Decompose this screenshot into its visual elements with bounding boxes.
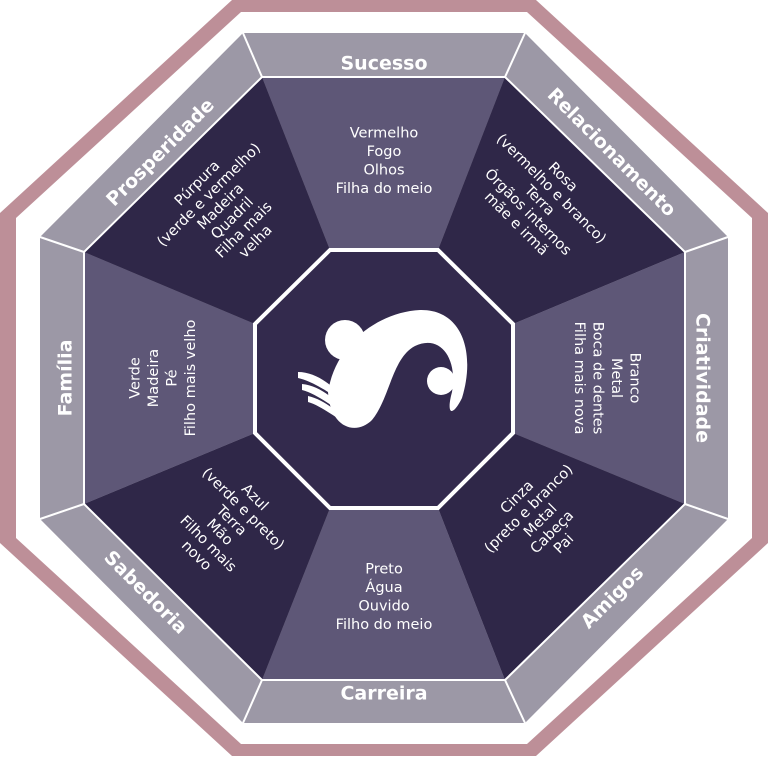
zone-text-line: Filho do meio <box>336 617 433 633</box>
zone-title-sucesso: Sucesso <box>340 53 427 75</box>
ring-dividers <box>39 32 729 724</box>
zone-text-line: Água <box>365 579 402 596</box>
zone-text-line: Branco <box>627 353 643 404</box>
sector-prosperidade <box>84 77 330 324</box>
sector-carreira <box>262 508 505 680</box>
zone-title-carreira: Carreira <box>340 683 427 705</box>
zone-text-line: Filha do meio <box>336 181 433 197</box>
zone-text-line: Madeira <box>146 349 162 407</box>
zone-text-line: Filha mais nova <box>571 322 587 435</box>
ring-divider <box>684 503 729 520</box>
ring-divider <box>39 236 85 253</box>
zone-text-line: Preto <box>365 561 403 577</box>
sector-sucesso <box>262 77 505 250</box>
zone-text-line: Pé <box>164 369 180 386</box>
ring-divider <box>504 32 526 78</box>
ring-divider <box>684 236 729 253</box>
sector-amigos <box>438 433 685 680</box>
sector-group <box>84 77 685 680</box>
ring-divider <box>39 503 85 520</box>
ring-divider <box>242 679 263 724</box>
zone-text-line: Olhos <box>363 162 404 178</box>
zone-text-line: Ouvido <box>358 598 409 614</box>
zone-text-line: Vermelho <box>350 125 419 141</box>
sector-criatividade <box>513 252 685 504</box>
sector-relacionamento <box>438 77 685 324</box>
zone-title-familia: Família <box>55 340 77 417</box>
swirl-yin-yang-logo-icon <box>298 309 468 428</box>
ring-divider <box>242 32 263 78</box>
sector-sabedoria <box>84 433 330 680</box>
zone-title-criatividade: Criatividade <box>691 313 713 443</box>
zone-text-line: Boca de dentes <box>590 322 606 435</box>
zone-text-line: Metal <box>608 358 624 398</box>
zone-text-criatividade: BrancoMetalBoca de dentesFilha mais nova <box>571 322 643 435</box>
zone-text-line: Fogo <box>367 144 402 160</box>
ring-divider <box>504 679 526 724</box>
zone-text-line: Filho mais velho <box>183 319 199 436</box>
zone-text-line: Verde <box>127 357 143 399</box>
sector-familia <box>84 252 255 504</box>
